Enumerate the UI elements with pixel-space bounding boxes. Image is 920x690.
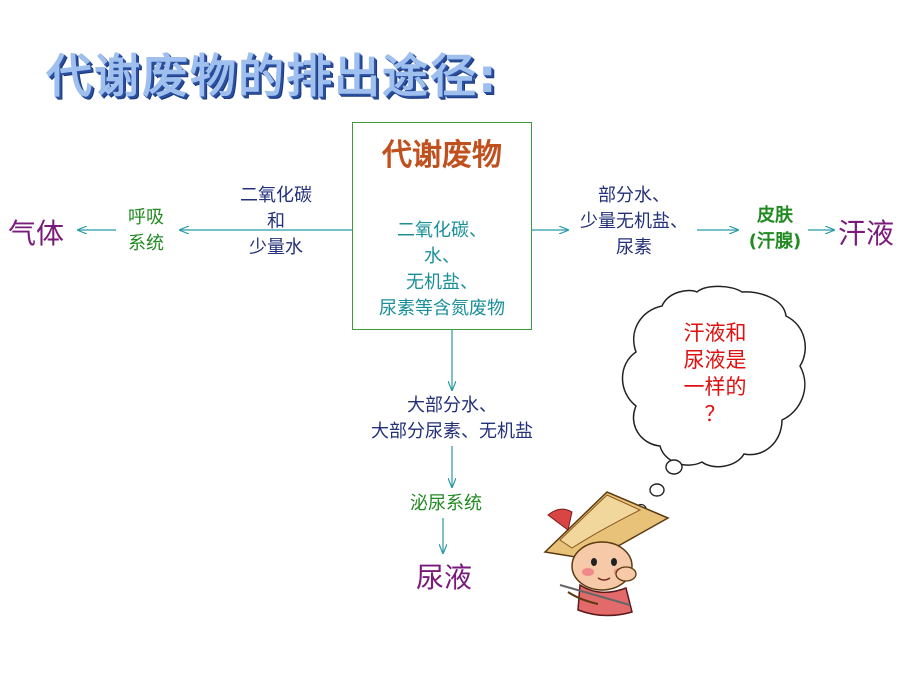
waste-item: 水、 <box>424 246 460 267</box>
bubble-question: 汗液和 尿液是 一样的 ？ <box>683 321 747 426</box>
thought-bubble-icon <box>621 285 807 515</box>
gas-product: 气体 <box>8 217 65 250</box>
skin-sweat-gland-label: 皮肤 (汗腺) <box>748 205 802 252</box>
waste-item: 二氧化碳、 <box>397 220 487 241</box>
waste-item: 无机盐、 <box>406 272 478 293</box>
urine-product: 尿液 <box>416 561 473 594</box>
metabolic-waste-title: 代谢废物 <box>382 138 502 173</box>
page-title: 代谢废物的排出途径: <box>46 49 499 103</box>
left-substances: 二氧化碳 和 少量水 <box>240 185 312 258</box>
right-substances: 部分水、 少量无机盐、 尿素 <box>580 185 688 258</box>
urinary-system-label: 泌尿系统 <box>410 493 482 514</box>
waste-item: 尿素等含氮废物 <box>379 298 505 319</box>
sweat-product: 汗液 <box>838 217 895 250</box>
metabolic-waste-list: 二氧化碳、 水、 无机盐、 尿素等含氮废物 <box>352 218 532 322</box>
cartoon-child-with-straw-hat-icon <box>543 491 670 617</box>
bottom-substances: 大部分水、 大部分尿素、无机盐 <box>371 395 533 442</box>
respiratory-system-label: 呼吸 系统 <box>128 207 164 254</box>
metabolic-waste-box <box>352 122 532 330</box>
